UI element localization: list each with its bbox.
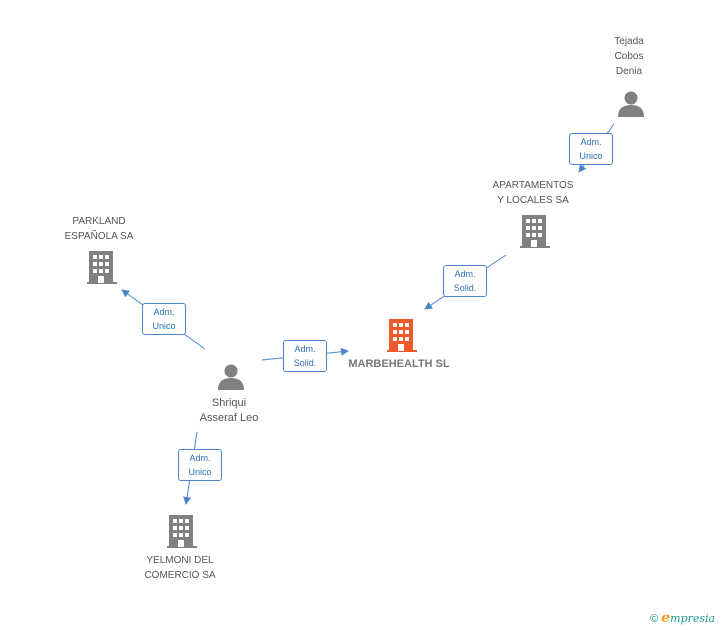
copyright-icon: © <box>650 613 659 625</box>
person-icon <box>618 91 644 117</box>
node-label-shriqui[interactable]: Shriqui Asseraf Leo <box>199 397 259 424</box>
node-label-marbehealth[interactable]: MARBEHEALTH SL <box>348 358 450 370</box>
brand-logo[interactable]: empresia <box>661 610 716 626</box>
main-company-building-icon <box>387 319 417 352</box>
node-label-parkland[interactable]: PARKLAND ESPAÑOLA SA <box>64 216 134 242</box>
relation-badge-apartamentos-marbehealth[interactable]: Adm. Solid. <box>443 265 487 297</box>
building-icon <box>87 251 117 284</box>
footer-copyright: © empresia <box>650 610 715 626</box>
relation-badge-shriqui-marbehealth[interactable]: Adm. Solid. <box>283 340 327 372</box>
building-icon <box>520 215 550 248</box>
person-icon <box>218 364 244 390</box>
relation-badge-tejada-apartamentos[interactable]: Adm. Unico <box>569 133 613 165</box>
node-label-tejada[interactable]: Tejada Cobos Denia <box>614 36 644 77</box>
relation-badge-shriqui-yelmoni[interactable]: Adm. Unico <box>178 449 222 481</box>
node-label-apartamentos[interactable]: APARTAMENTOS Y LOCALES SA <box>492 180 574 206</box>
building-icon <box>167 515 197 548</box>
node-label-yelmoni[interactable]: YELMONI DEL COMERCIO SA <box>144 555 216 581</box>
relation-badge-shriqui-parkland[interactable]: Adm. Unico <box>142 303 186 335</box>
